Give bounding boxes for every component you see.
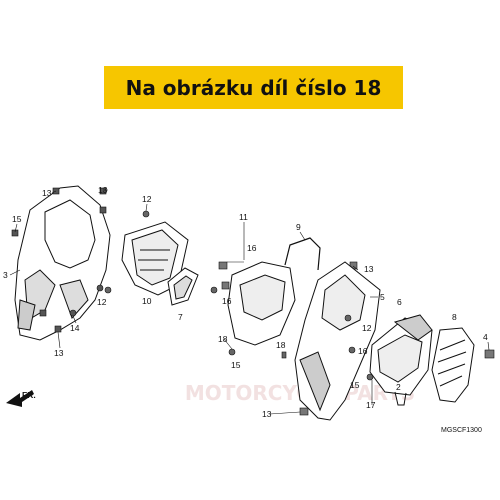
label-13: 13 bbox=[364, 264, 374, 274]
label-13: 13 bbox=[42, 188, 52, 198]
part-3-inner-cowl[interactable] bbox=[14, 185, 111, 341]
part-7-frame[interactable] bbox=[167, 267, 199, 306]
front-arrow-icon: FR. bbox=[6, 390, 36, 407]
label-12: 12 bbox=[362, 323, 372, 333]
label-3: 3 bbox=[3, 270, 8, 280]
label-15: 15 bbox=[12, 214, 22, 224]
label-6: 6 bbox=[397, 297, 402, 307]
label-16: 16 bbox=[358, 346, 368, 356]
label-2: 2 bbox=[396, 382, 401, 392]
part-number-banner: Na obrázku díl číslo 18 bbox=[104, 66, 403, 109]
leader-lines bbox=[9, 189, 490, 415]
label-18: 18 bbox=[218, 334, 228, 344]
label-16: 16 bbox=[222, 296, 232, 306]
banner-title: Na obrázku díl číslo 18 bbox=[125, 75, 382, 100]
label-15: 15 bbox=[350, 380, 360, 390]
bolt-12-upper[interactable] bbox=[104, 210, 150, 294]
label-15: 15 bbox=[231, 360, 241, 370]
label-4: 4 bbox=[483, 332, 488, 342]
label-13: 13 bbox=[98, 185, 108, 195]
label-17: 17 bbox=[366, 400, 376, 410]
part-9-hose[interactable] bbox=[284, 237, 321, 271]
bolts-12-15[interactable] bbox=[228, 314, 374, 381]
part-11-duct[interactable] bbox=[227, 261, 296, 346]
part-5-side-panel[interactable] bbox=[294, 261, 381, 421]
part-6-box[interactable] bbox=[369, 314, 433, 396]
front-label: FR. bbox=[22, 390, 36, 400]
part-10-side-cover[interactable] bbox=[121, 221, 189, 296]
part-8-guard[interactable] bbox=[431, 327, 475, 403]
label-12: 12 bbox=[97, 297, 107, 307]
label-16: 16 bbox=[247, 243, 257, 253]
label-13: 13 bbox=[262, 409, 272, 419]
diagram-code: MGSCF1300 bbox=[441, 427, 482, 434]
bolt-12-mid[interactable] bbox=[210, 286, 218, 294]
part-2-hook[interactable] bbox=[394, 391, 407, 406]
clip-13-bottom[interactable] bbox=[299, 407, 309, 416]
label-8: 8 bbox=[452, 312, 457, 322]
label-11: 11 bbox=[239, 212, 248, 222]
label-14: 14 bbox=[70, 323, 80, 333]
label-10: 10 bbox=[142, 296, 152, 306]
label-9: 9 bbox=[296, 222, 301, 232]
label-7: 7 bbox=[178, 312, 183, 322]
label-12: 12 bbox=[142, 194, 152, 204]
part-4-grommet[interactable] bbox=[484, 349, 495, 359]
label-18: 18 bbox=[276, 340, 286, 350]
label-5: 5 bbox=[380, 292, 385, 302]
label-13: 13 bbox=[54, 348, 64, 358]
